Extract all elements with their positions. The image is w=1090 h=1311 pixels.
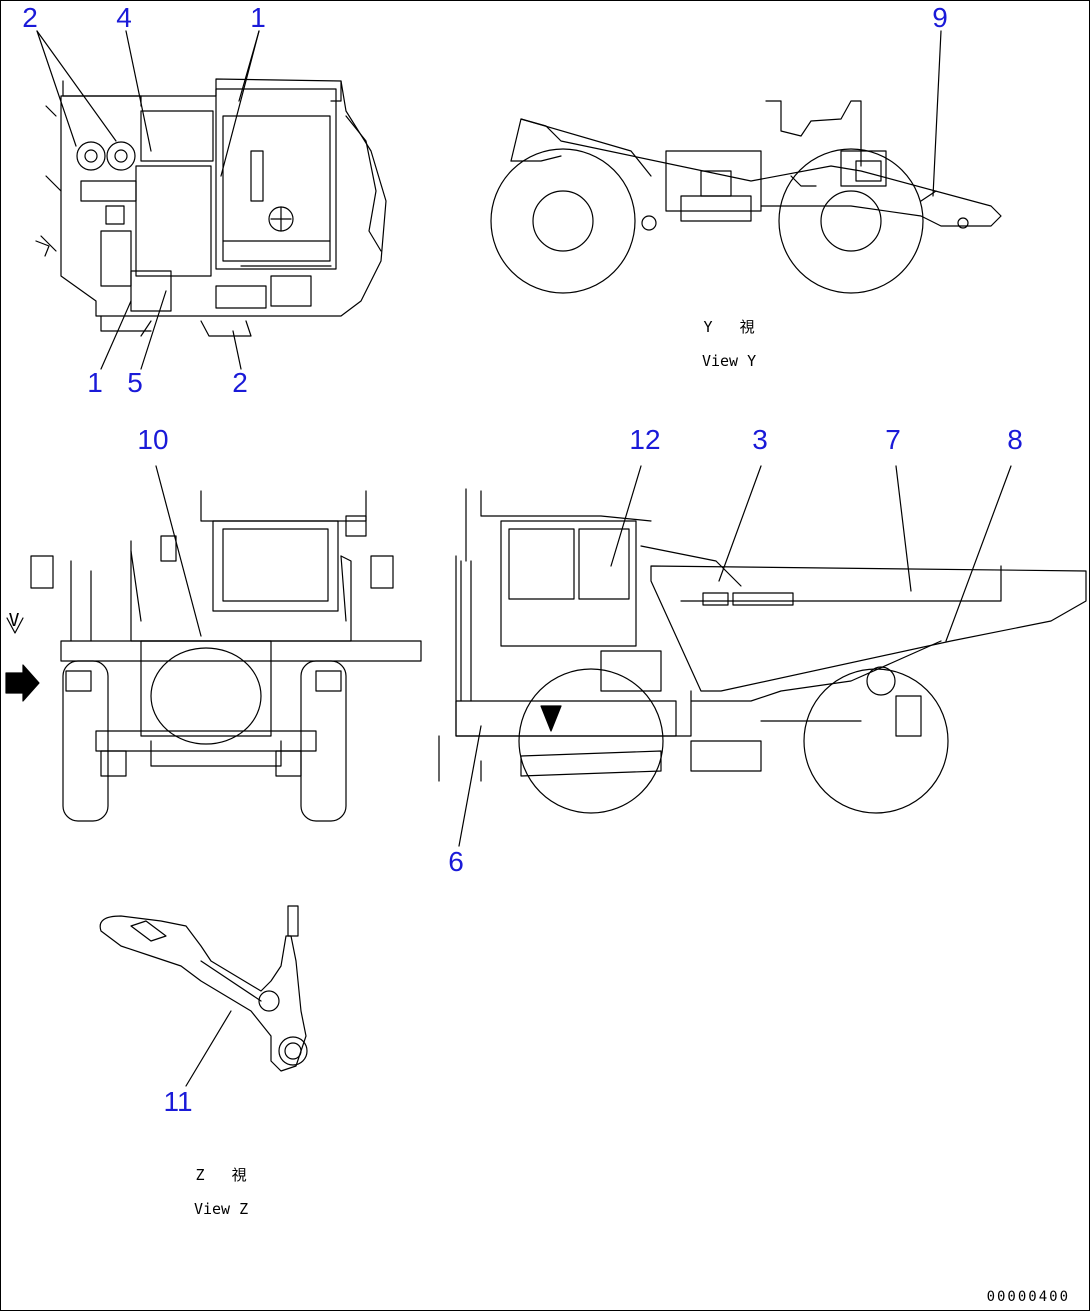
callout-8: 8 [1007,424,1023,455]
view-y-chassis [490,30,1002,294]
top-view-assembly [35,30,387,370]
callout-2-top-left: 2 [22,2,38,33]
side-view-truck [438,465,1087,847]
drawing-number: 00000400 [986,1289,1070,1305]
callout-9: 9 [932,2,948,33]
callout-10: 10 [137,424,169,455]
view-z-arm [99,905,308,1087]
front-view-truck [5,465,422,822]
view-y-caption-en: View Y [701,352,757,370]
view-z-caption-en: View Z [193,1200,249,1218]
view-y-caption: Y 視 View Y [684,302,756,370]
callout-6: 6 [448,846,464,877]
callout-4: 4 [116,2,132,33]
callout-11: 11 [163,1086,193,1117]
view-z-caption: Z 視 View Z [176,1150,248,1218]
callout-1-bottom: 1 [87,367,103,398]
callout-2-bottom: 2 [232,367,248,398]
callout-12: 12 [629,424,661,455]
arrow-v-label: V [8,610,20,631]
callout-7: 7 [885,424,901,455]
callout-5: 5 [127,367,143,398]
view-y-caption-jp: Y 視 [703,318,755,336]
callout-3: 3 [752,424,768,455]
callout-1-top: 1 [250,2,266,33]
view-z-caption-jp: Z 視 [195,1166,247,1184]
